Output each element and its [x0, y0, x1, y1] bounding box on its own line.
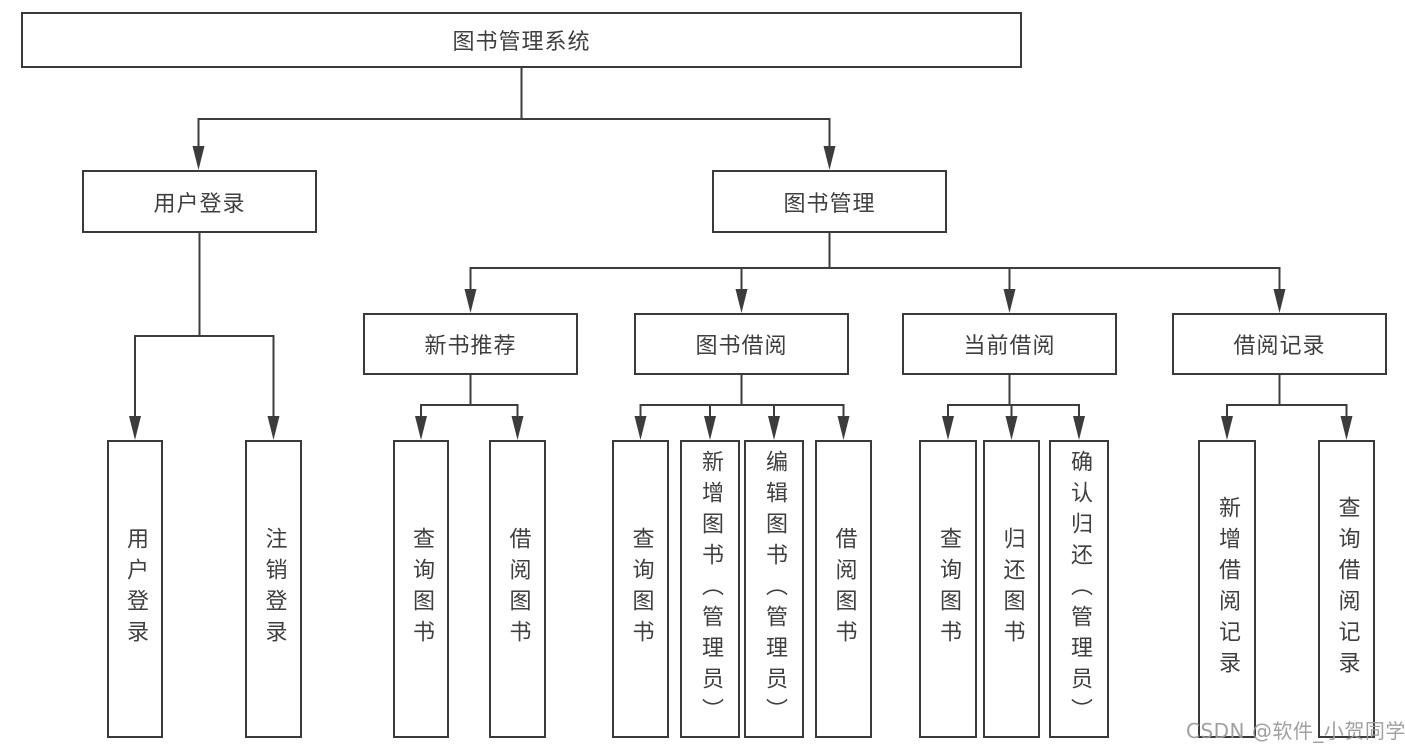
node-book-borrow-label: 图书借阅: [695, 334, 788, 359]
node-current-borrow: 当前借阅: [902, 313, 1117, 375]
node-leaf-query-books-2-label: 查询图书: [628, 527, 654, 651]
node-leaf-borrow-books-2-label: 借阅图书: [831, 527, 857, 651]
node-current-borrow-label: 当前借阅: [963, 334, 1056, 359]
node-new-book-recommend-label: 新书推荐: [424, 334, 517, 359]
node-new-book-recommend: 新书推荐: [363, 313, 578, 375]
node-root-book-management-system: 图书管理系统: [21, 12, 1022, 68]
node-leaf-confirm-return-admin: 确认归还（管理员）: [1049, 440, 1109, 738]
node-leaf-add-borrow-record: 新增借阅记录: [1198, 440, 1256, 738]
node-borrow-records: 借阅记录: [1172, 313, 1387, 375]
node-leaf-confirm-return-admin-label: 确认归还（管理员）: [1067, 449, 1092, 729]
node-leaf-add-borrow-record-label: 新增借阅记录: [1215, 496, 1240, 682]
node-leaf-query-books-3: 查询图书: [919, 440, 977, 738]
node-leaf-logout-label: 注销登录: [261, 527, 287, 651]
node-leaf-user-login: 用户登录: [107, 440, 163, 738]
node-user-login: 用户登录: [82, 170, 317, 233]
node-leaf-return-books-label: 归还图书: [999, 527, 1025, 651]
node-leaf-borrow-books-1: 借阅图书: [489, 440, 546, 738]
node-book-management: 图书管理: [712, 170, 947, 233]
node-leaf-query-books-1: 查询图书: [393, 440, 449, 738]
node-leaf-borrow-books-2: 借阅图书: [815, 440, 872, 738]
node-leaf-logout: 注销登录: [245, 440, 302, 738]
node-leaf-query-borrow-record: 查询借阅记录: [1318, 440, 1375, 738]
node-leaf-add-books-admin-label: 新增图书（管理员）: [698, 449, 723, 729]
node-leaf-query-books-2: 查询图书: [612, 440, 669, 738]
node-root-label: 图书管理系统: [452, 30, 591, 55]
node-leaf-query-books-3-label: 查询图书: [936, 527, 961, 651]
node-leaf-query-books-1-label: 查询图书: [409, 527, 434, 651]
node-leaf-edit-books-admin: 编辑图书（管理员）: [744, 440, 804, 738]
node-leaf-return-books: 归还图书: [983, 440, 1040, 738]
node-leaf-edit-books-admin-label: 编辑图书（管理员）: [762, 449, 787, 729]
node-user-login-label: 用户登录: [153, 191, 246, 217]
node-leaf-query-borrow-record-label: 查询借阅记录: [1334, 496, 1360, 682]
csdn-watermark: CSDN @软件_小贺同学: [1186, 719, 1405, 743]
node-book-borrow: 图书借阅: [634, 313, 849, 375]
node-leaf-add-books-admin: 新增图书（管理员）: [680, 440, 740, 738]
node-book-management-label: 图书管理: [783, 191, 876, 217]
node-borrow-records-label: 借阅记录: [1233, 334, 1326, 359]
node-leaf-borrow-books-1-label: 借阅图书: [505, 527, 531, 651]
node-leaf-user-login-label: 用户登录: [123, 527, 148, 651]
